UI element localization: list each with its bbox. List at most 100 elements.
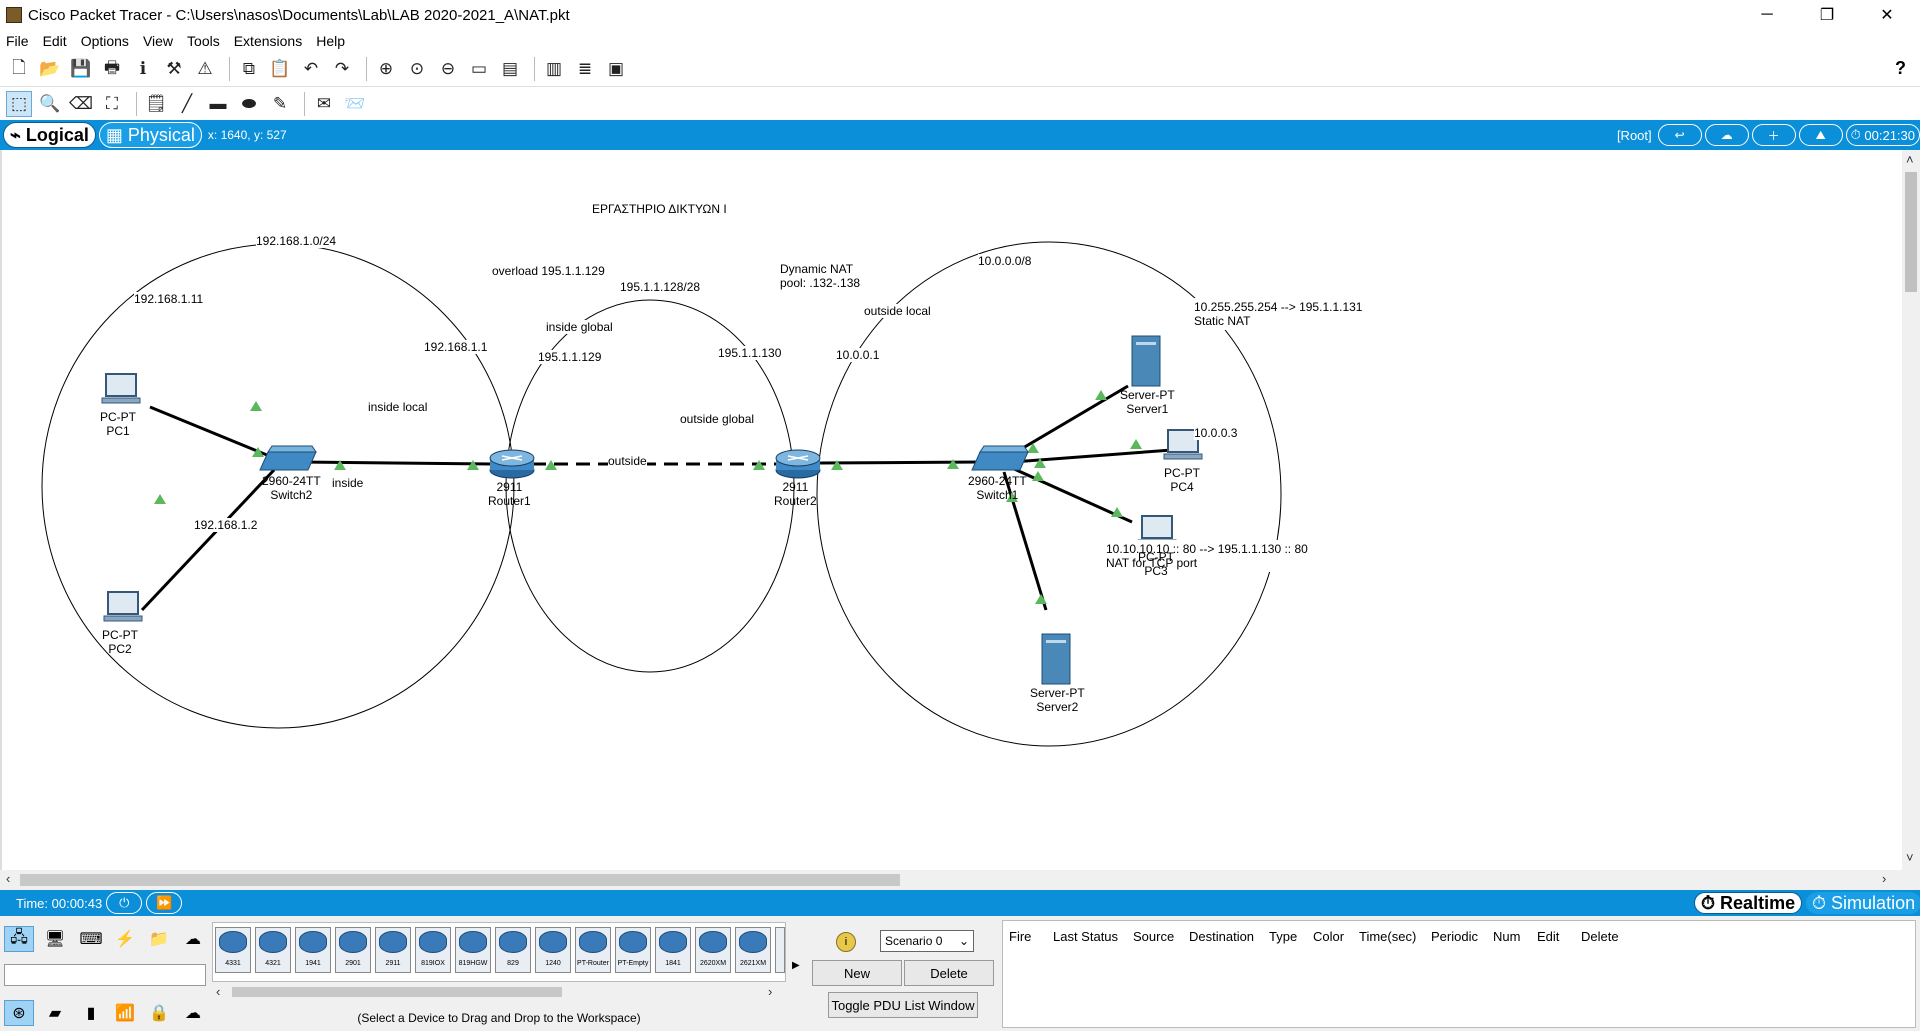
expand-arrow-icon[interactable]: ▶ (792, 960, 800, 971)
connections-category-icon[interactable]: ⚡ (115, 931, 135, 948)
info-icon[interactable]: ℹ (139, 59, 147, 78)
security-subcategory-icon[interactable]: 🔒 (149, 1005, 169, 1022)
back-icon[interactable]: ↩ (1657, 124, 1702, 146)
label-inside-global[interactable]: inside global (546, 320, 613, 334)
label-inside[interactable]: inside (332, 476, 364, 490)
server2-icon[interactable] (1041, 633, 1071, 685)
tab-logical[interactable]: ⌁ Logical (3, 122, 96, 148)
server1-icon[interactable] (1131, 335, 1161, 387)
col-num[interactable]: Num (1493, 929, 1521, 944)
device-tile[interactable]: 1240 (535, 927, 571, 973)
drawing-palette-icon[interactable]: ▭ (470, 59, 488, 78)
device-tile[interactable]: 2621XM (735, 927, 771, 973)
menu-help[interactable]: Help (316, 33, 345, 49)
zoom-in-icon[interactable]: ⊕ (378, 59, 394, 78)
scroll-right-icon[interactable]: › (1882, 871, 1887, 886)
new-file-icon[interactable]: 🗋 (12, 57, 26, 77)
label-pc1-ip[interactable]: 192.168.1.11 (134, 292, 204, 306)
menu-file[interactable]: File (6, 33, 29, 49)
delete-icon[interactable]: ⌫ (68, 93, 94, 113)
menu-tools[interactable]: Tools (187, 33, 220, 49)
hubs-subcategory-icon[interactable]: ▮ (86, 1005, 96, 1022)
switch2-icon[interactable] (259, 445, 317, 471)
zoom-out-icon[interactable]: ⊖ (440, 59, 456, 78)
col-edit[interactable]: Edit (1537, 929, 1560, 944)
cluster-nav-icon[interactable]: ☁ (1704, 124, 1749, 146)
col-last-status[interactable]: Last Status (1053, 929, 1119, 944)
restore-button[interactable]: ❐ (1819, 7, 1835, 24)
zoom-reset-icon[interactable]: ⊙ (409, 59, 425, 78)
menu-extensions[interactable]: Extensions (233, 33, 303, 49)
copy-icon[interactable]: ⧉ (242, 59, 256, 78)
device-list-scrollbar[interactable]: ‹ › (212, 984, 786, 1000)
save-icon[interactable]: 💾 (70, 59, 92, 78)
scroll-left-icon[interactable]: ‹ (6, 871, 11, 886)
background-icon[interactable]: ⛰ (1798, 124, 1843, 146)
device-tile[interactable]: 2620XM (695, 927, 731, 973)
undo-icon[interactable]: ↶ (303, 59, 319, 78)
delete-scenario-button[interactable]: Delete (904, 960, 994, 986)
label-pc3-ip[interactable]: 10.0.0.3 (1194, 426, 1238, 440)
multiuser-category-icon[interactable]: ☁ (185, 931, 201, 948)
device-tile[interactable]: 819HGW (455, 927, 491, 973)
topology-title[interactable]: ΕΡΓΑΣΤΗΡΙΟ ΔΙΚΤΥΩΝ Ι (592, 202, 727, 216)
scenario-info-icon[interactable]: i (836, 932, 856, 952)
label-r2-outside-ip[interactable]: 195.1.1.130 (718, 346, 782, 360)
fast-forward-icon[interactable]: ⏩ (146, 892, 183, 914)
realtime-button[interactable]: ⏱ Realtime (1694, 892, 1803, 914)
device-tile[interactable]: 2911 (375, 927, 411, 973)
complex-pdu-icon[interactable]: 📨 (344, 93, 366, 113)
network-info-icon[interactable]: ⚠ (197, 59, 213, 78)
horizontal-scroll-thumb[interactable] (20, 874, 900, 886)
wireless-subcategory-icon[interactable]: 📶 (115, 1005, 135, 1022)
scroll-up-icon[interactable]: ˄ (1906, 152, 1914, 167)
simulation-button[interactable]: ⏱ Simulation (1806, 892, 1920, 914)
col-periodic[interactable]: Periodic (1431, 929, 1478, 944)
label-net-right[interactable]: 10.0.0.0/8 (978, 254, 1032, 268)
help-icon[interactable]: ? (1895, 58, 1906, 78)
cluster-icon[interactable]: ≣ (577, 59, 593, 78)
end-devices-category-icon[interactable]: 🖥 (44, 931, 66, 948)
routers-subcategory-icon[interactable]: ⊛ (4, 1000, 34, 1026)
device-tile[interactable]: PT-Router (575, 927, 611, 973)
router1-icon[interactable] (489, 449, 535, 479)
label-outside-local[interactable]: outside local (864, 304, 931, 318)
minimize-button[interactable]: ─ (1761, 6, 1773, 23)
draw-line-icon[interactable]: ╱ (181, 93, 193, 113)
label-r1-outside-ip[interactable]: 195.1.1.129 (538, 350, 602, 364)
label-net-mid[interactable]: 195.1.1.128/28 (620, 280, 701, 294)
paste-icon[interactable]: 📋 (269, 59, 291, 78)
label-overload[interactable]: overload 195.1.1.129 (492, 264, 605, 278)
horizontal-scrollbar[interactable]: ‹ › (0, 870, 1902, 890)
label-pc2-ip[interactable]: 192.168.1.2 (194, 518, 258, 532)
device-tile[interactable]: 4331 (215, 927, 251, 973)
power-cycle-icon[interactable]: ⏻ (106, 892, 143, 914)
pc1-computer-icon[interactable] (101, 373, 141, 404)
col-delete[interactable]: Delete (1581, 929, 1619, 944)
menu-edit[interactable]: Edit (42, 33, 67, 49)
label-outside-global[interactable]: outside global (680, 412, 755, 426)
device-tile[interactable]: 829 (495, 927, 531, 973)
label-outside[interactable]: outside (608, 454, 647, 468)
select-icon[interactable]: ⬚ (6, 90, 32, 117)
notes-icon[interactable]: ▥ (545, 59, 563, 78)
network-devices-category-icon[interactable]: 🖧 (4, 926, 34, 952)
col-time[interactable]: Time(sec) (1359, 929, 1417, 944)
close-button[interactable]: ✕ (1880, 7, 1894, 24)
new-cluster-icon[interactable]: ＋ (1751, 124, 1796, 146)
custom-devices-icon[interactable]: ▤ (501, 59, 519, 78)
col-source[interactable]: Source (1133, 929, 1175, 944)
viewport-icon[interactable]: ▣ (607, 59, 625, 78)
menu-options[interactable]: Options (80, 33, 129, 49)
wan-emulation-subcategory-icon[interactable]: ☁ (185, 1005, 201, 1022)
switch1-icon[interactable] (971, 445, 1029, 471)
